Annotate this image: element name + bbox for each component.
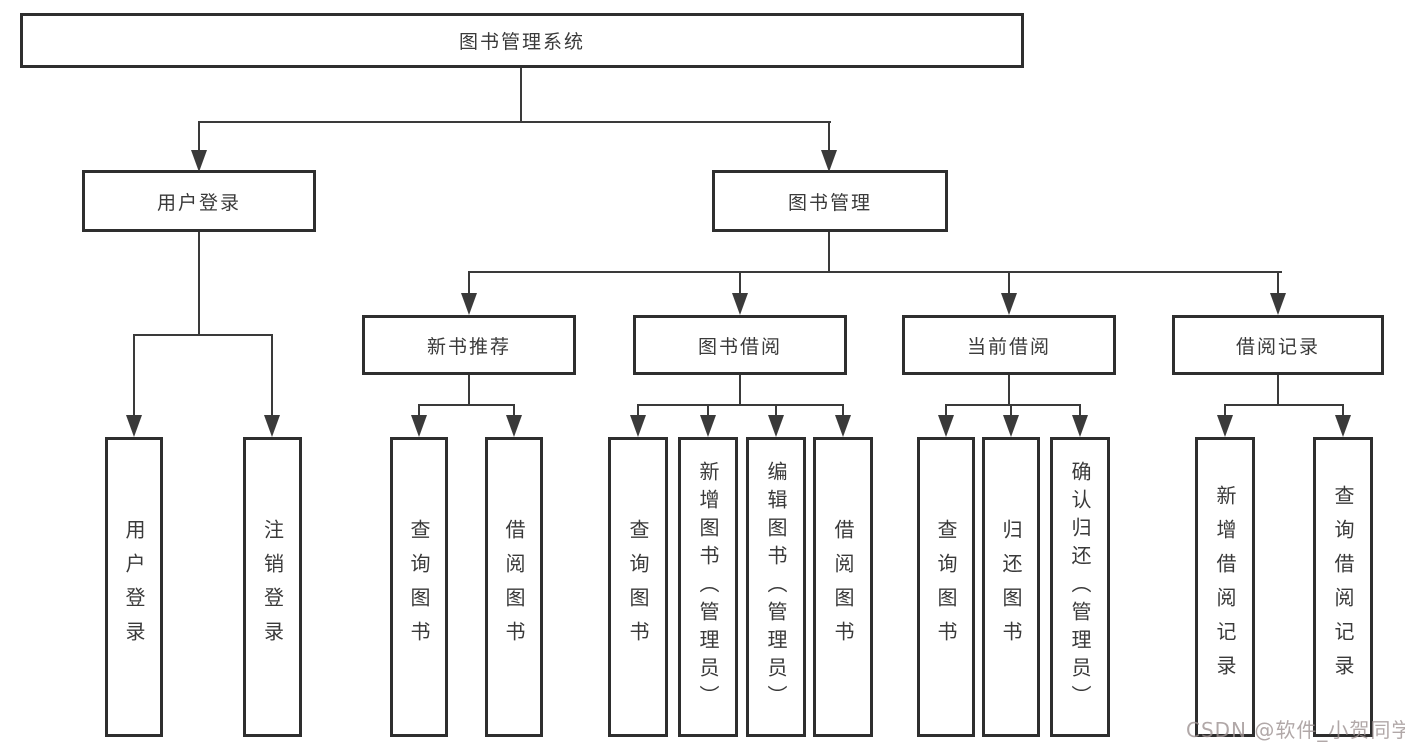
- leaf-query-books-recommend: 查询图书: [390, 437, 448, 737]
- leaf-logout: 注销登录: [243, 437, 302, 737]
- connector-drop-leaf: [1342, 404, 1344, 417]
- arrowhead-book-management: [821, 150, 837, 172]
- arrowhead-leaf: [411, 415, 427, 437]
- connector-drop-book-management: [828, 121, 830, 152]
- connector-bookmgmt-trunk: [828, 232, 830, 273]
- arrowhead-leaf: [700, 415, 716, 437]
- connector-recommend-rail: [418, 404, 515, 406]
- connector-drop-current: [1008, 271, 1010, 294]
- node-book-management: 图书管理: [712, 170, 948, 232]
- connector-drop-leaf: [1010, 404, 1012, 417]
- node-label: 用户登录: [156, 191, 241, 214]
- node-borrow-records: 借阅记录: [1172, 315, 1384, 375]
- leaf-label: 归还图书: [999, 519, 1023, 655]
- connector-drop-recommend: [468, 271, 470, 294]
- leaf-return-books: 归还图书: [982, 437, 1040, 737]
- connector-records-rail: [1224, 404, 1344, 406]
- arrowhead-leaf: [1335, 415, 1351, 437]
- arrowhead-recommend: [461, 293, 477, 315]
- connector-drop-leaf: [707, 404, 709, 417]
- arrowhead-leaf-logout: [264, 415, 280, 437]
- leaf-query-books-current: 查询图书: [917, 437, 975, 737]
- connector-current-trunk: [1008, 375, 1010, 406]
- arrowhead-leaf: [1003, 415, 1019, 437]
- node-label: 图书管理系统: [458, 31, 585, 53]
- arrowhead-records: [1270, 293, 1286, 315]
- node-current-borrow: 当前借阅: [902, 315, 1116, 375]
- leaf-user-login: 用户登录: [105, 437, 163, 737]
- leaf-label: 借阅图书: [502, 519, 526, 655]
- connector-borrow-trunk: [739, 375, 741, 406]
- connector-drop-borrow: [739, 271, 741, 294]
- connector-drop-leaf-logout: [271, 334, 273, 416]
- leaf-label: 新增借阅记录: [1213, 485, 1237, 689]
- leaf-label: 用户登录: [122, 519, 146, 655]
- leaf-label: 确认归还（管理员）: [1068, 461, 1092, 713]
- connector-drop-user-login: [198, 121, 200, 152]
- node-label: 当前借阅: [966, 335, 1051, 358]
- arrowhead-leaf: [1072, 415, 1088, 437]
- connector-drop-leaf: [842, 404, 844, 417]
- node-book-borrow: 图书借阅: [633, 315, 847, 375]
- arrowhead-current: [1001, 293, 1017, 315]
- leaf-add-borrow-record: 新增借阅记录: [1195, 437, 1255, 737]
- leaf-label: 查询图书: [407, 519, 431, 655]
- leaf-label: 新增图书（管理员）: [696, 461, 720, 713]
- leaf-borrow-books: 借阅图书: [813, 437, 873, 737]
- connector-drop-leaf: [418, 404, 420, 417]
- connector-drop-leaf: [775, 404, 777, 417]
- arrowhead-leaf: [938, 415, 954, 437]
- node-label: 图书管理: [787, 191, 872, 214]
- leaf-edit-books-admin: 编辑图书（管理员）: [746, 437, 806, 737]
- leaf-query-books-borrow: 查询图书: [608, 437, 668, 737]
- node-user-login: 用户登录: [82, 170, 316, 232]
- leaf-add-books-admin: 新增图书（管理员）: [678, 437, 738, 737]
- leaf-label: 查询借阅记录: [1331, 485, 1355, 689]
- arrowhead-leaf: [835, 415, 851, 437]
- leaf-label: 查询图书: [934, 519, 958, 655]
- node-new-book-recommend: 新书推荐: [362, 315, 576, 375]
- leaf-confirm-return-admin: 确认归还（管理员）: [1050, 437, 1110, 737]
- connector-level2-rail: [198, 121, 831, 123]
- arrowhead-leaf: [630, 415, 646, 437]
- node-label: 图书借阅: [697, 335, 782, 358]
- leaf-query-borrow-record: 查询借阅记录: [1313, 437, 1373, 737]
- connector-drop-leaf: [1224, 404, 1226, 417]
- node-label: 借阅记录: [1235, 335, 1320, 358]
- connector-drop-leaf-login: [133, 334, 135, 416]
- leaf-label: 注销登录: [260, 519, 285, 655]
- connector-userlogin-rail: [133, 334, 273, 336]
- connector-drop-leaf: [1079, 404, 1081, 417]
- connector-root-trunk: [520, 68, 522, 122]
- csdn-watermark: CSDN @软件_小贺同学: [1186, 718, 1405, 742]
- connector-borrow-rail: [637, 404, 844, 406]
- connector-userlogin-trunk: [198, 232, 200, 335]
- leaf-label: 编辑图书（管理员）: [764, 461, 788, 713]
- connector-drop-leaf: [945, 404, 947, 417]
- leaf-borrow-books-recommend: 借阅图书: [485, 437, 543, 737]
- connector-recommend-trunk: [468, 375, 470, 406]
- leaf-label: 借阅图书: [831, 519, 855, 655]
- connector-drop-records: [1277, 271, 1279, 294]
- leaf-label: 查询图书: [626, 519, 650, 655]
- arrowhead-borrow: [732, 293, 748, 315]
- connector-level3-rail: [468, 271, 1282, 273]
- arrowhead-leaf: [1217, 415, 1233, 437]
- connector-current-rail: [945, 404, 1081, 406]
- arrowhead-user-login: [191, 150, 207, 172]
- arrowhead-leaf: [768, 415, 784, 437]
- connector-drop-leaf: [637, 404, 639, 417]
- connector-records-trunk: [1277, 375, 1279, 406]
- node-label: 新书推荐: [426, 335, 511, 358]
- connector-drop-leaf: [513, 404, 515, 417]
- node-library-system: 图书管理系统: [20, 13, 1024, 68]
- arrowhead-leaf-login: [126, 415, 142, 437]
- arrowhead-leaf: [506, 415, 522, 437]
